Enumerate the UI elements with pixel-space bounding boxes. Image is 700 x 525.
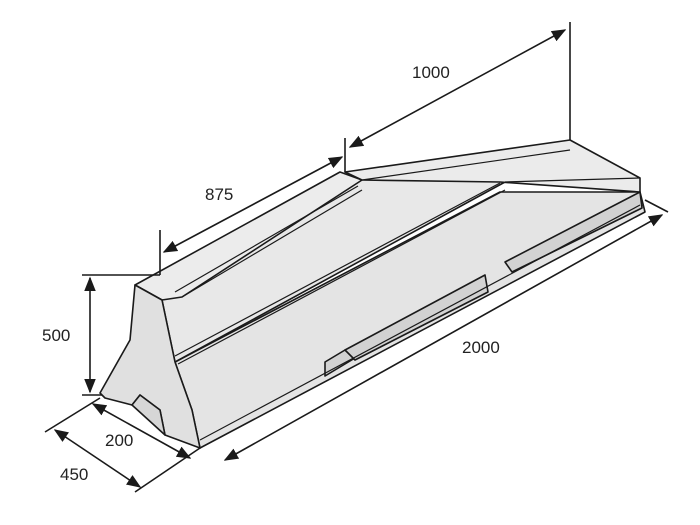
top-width-label: 875 [205, 185, 233, 204]
base-width-extension-left [44, 397, 101, 433]
top-width-dimension [162, 156, 344, 253]
ramp-length-label: 1000 [412, 63, 450, 82]
base-width-label: 450 [60, 465, 88, 484]
base-width-extension-right [134, 447, 201, 493]
height-label: 500 [42, 326, 70, 345]
slot-width-dimension [91, 403, 192, 459]
length-dimension [223, 214, 664, 461]
incline-edge-line [504, 177, 641, 183]
dimension-lines [44, 22, 669, 493]
dimension-labels: 1000 875 2000 500 200 450 [42, 63, 500, 484]
incline-ridge-line [361, 149, 571, 181]
slot-width-label: 200 [105, 431, 133, 450]
length-label: 2000 [462, 338, 500, 357]
ramp-block [99, 139, 646, 449]
ramp-length-dimension [348, 29, 567, 148]
length-extension-right [644, 199, 669, 213]
